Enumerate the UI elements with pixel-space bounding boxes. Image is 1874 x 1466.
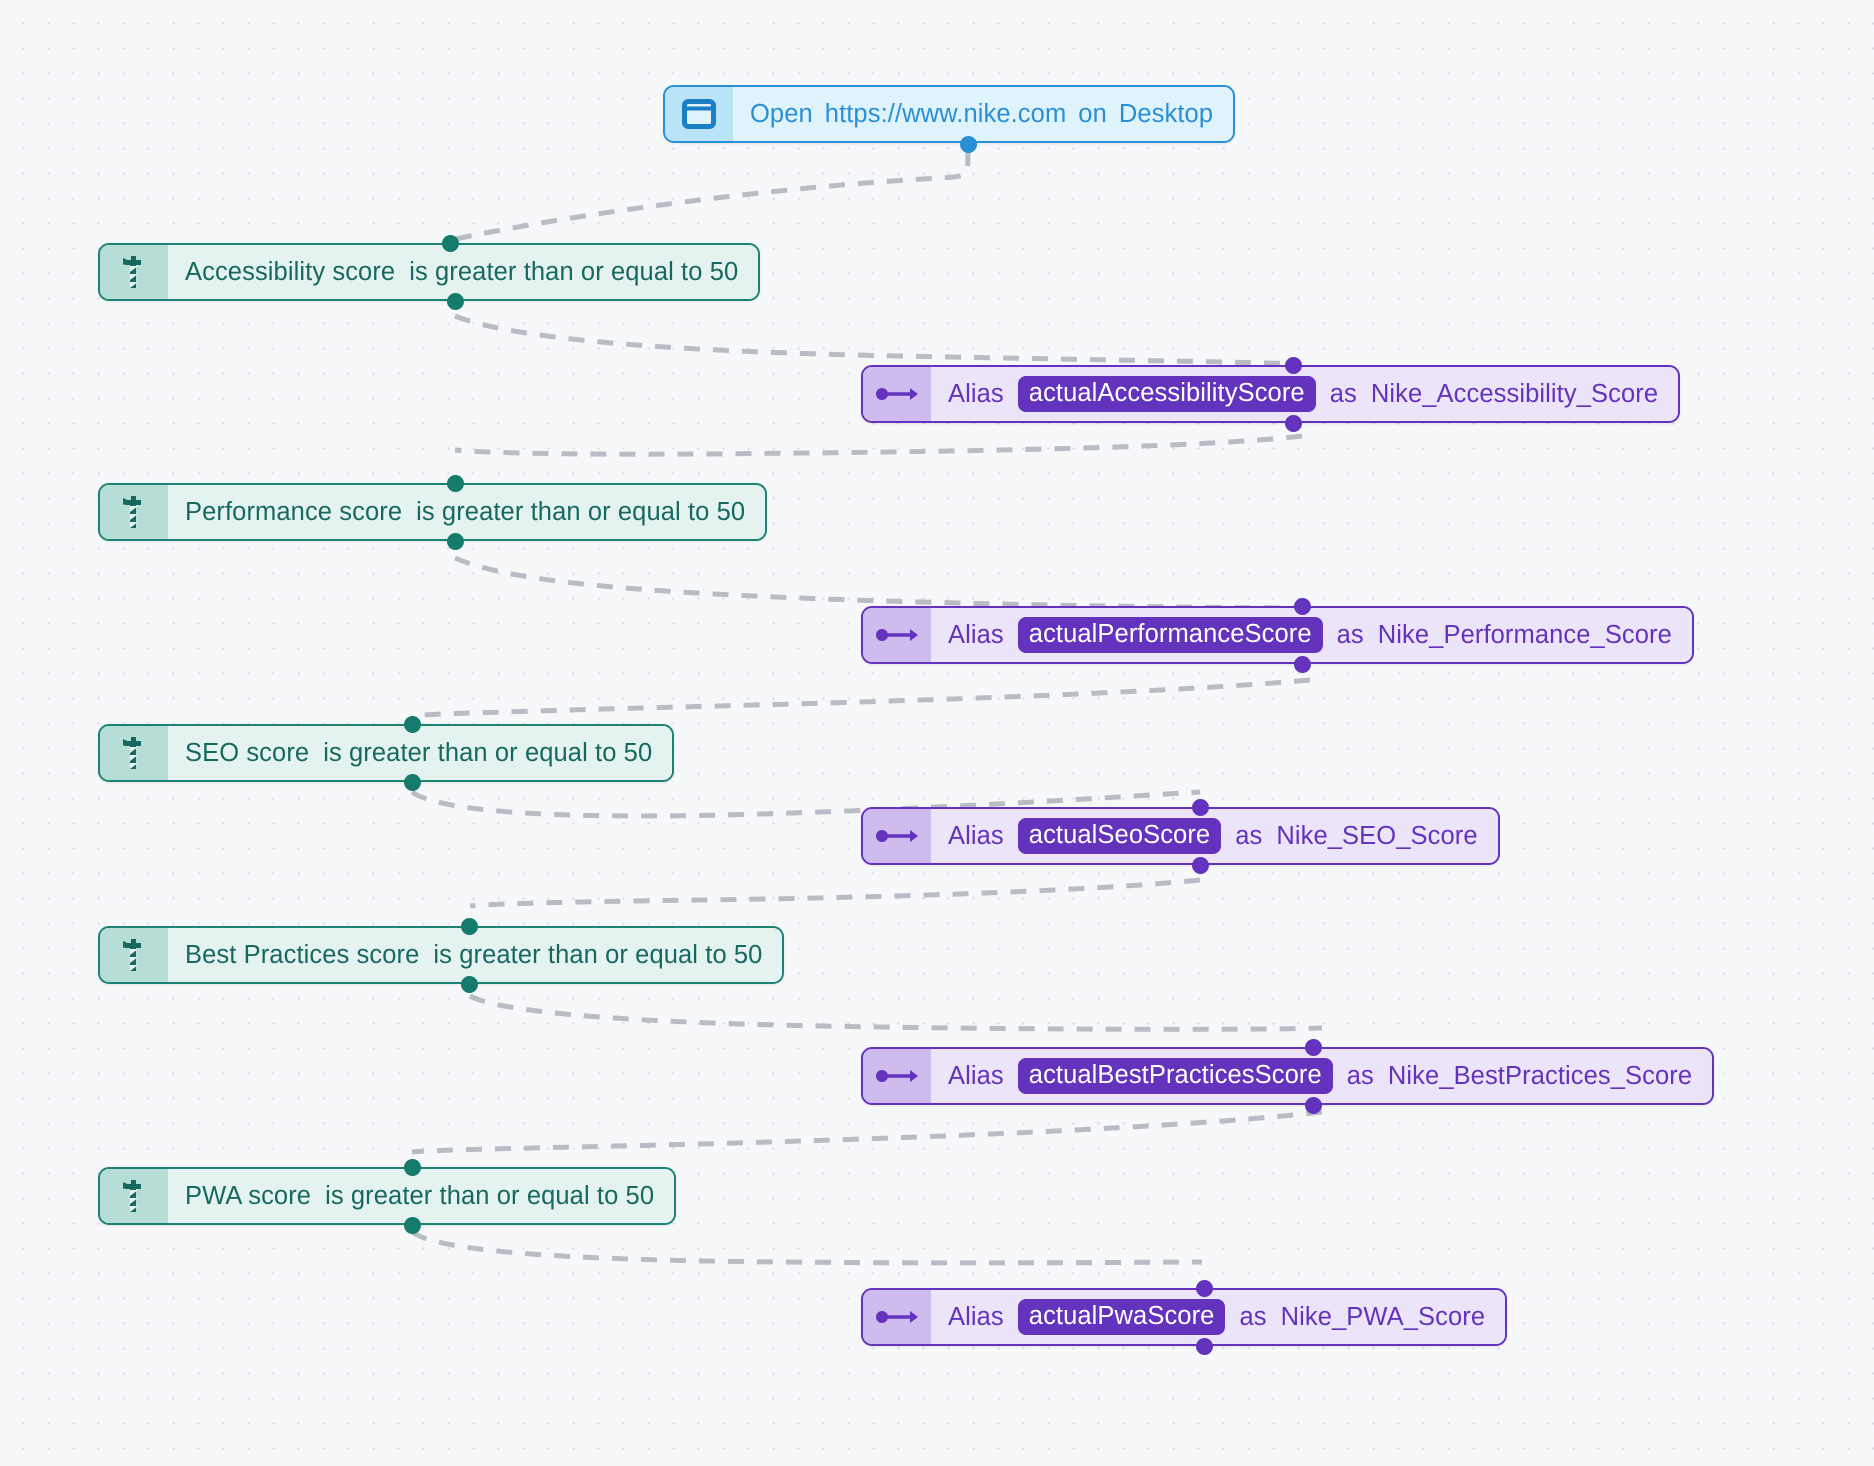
port-alias5-top[interactable] xyxy=(1196,1280,1213,1297)
alias-arrow-icon xyxy=(863,1049,931,1103)
lighthouse-icon xyxy=(100,245,168,299)
edge-alias4-to-pwa xyxy=(411,1109,1323,1155)
alias-name: Nike_SEO_Score xyxy=(1276,821,1478,850)
assert-pwa-label: PWA score is greater than or equal to 50 xyxy=(168,1169,675,1223)
lighthouse-icon xyxy=(100,485,168,539)
node-assert-accessibility[interactable]: Accessibility score is greater than or e… xyxy=(98,243,761,301)
node-alias-best-practices[interactable]: Alias actualBestPracticesScore as Nike_B… xyxy=(861,1047,1715,1105)
open-device-text: Desktop xyxy=(1118,99,1214,128)
alias-keyword: Alias xyxy=(948,620,1004,649)
assert-condition: is greater than or equal to 50 xyxy=(433,940,763,969)
edge-alias1-to-performance xyxy=(454,433,1303,457)
assert-performance-label: Performance score is greater than or equ… xyxy=(168,485,766,539)
assert-subject: Best Practices score xyxy=(185,940,420,969)
port-alias5-bottom[interactable] xyxy=(1196,1338,1213,1355)
browser-window-icon xyxy=(665,87,733,141)
node-assert-pwa[interactable]: PWA score is greater than or equal to 50 xyxy=(98,1167,677,1225)
lighthouse-icon xyxy=(100,928,168,982)
lighthouse-icon xyxy=(100,1169,168,1223)
port-alias1-top[interactable] xyxy=(1285,357,1302,374)
alias-variable: actualPerformanceScore xyxy=(1017,616,1323,654)
edge-alias2-to-seo xyxy=(411,677,1311,719)
assert-condition: is greater than or equal to 50 xyxy=(325,1181,655,1210)
assert-accessibility-label: Accessibility score is greater than or e… xyxy=(168,245,759,299)
alias-name: Nike_PWA_Score xyxy=(1280,1302,1486,1331)
node-alias-accessibility[interactable]: Alias actualAccessibilityScore as Nike_A… xyxy=(861,365,1681,423)
port-best-practices-top[interactable] xyxy=(461,918,478,935)
edge-bestpractices-to-alias4 xyxy=(468,993,1323,1032)
alias-arrow-icon xyxy=(863,809,931,863)
port-best-practices-bottom[interactable] xyxy=(461,976,478,993)
port-alias2-top[interactable] xyxy=(1294,598,1311,615)
alias-keyword: Alias xyxy=(948,1061,1004,1090)
node-open-url[interactable]: Open https://www.nike.com on Desktop xyxy=(663,85,1236,143)
assert-seo-label: SEO score is greater than or equal to 50 xyxy=(168,726,673,780)
port-pwa-bottom[interactable] xyxy=(404,1217,421,1234)
alias-as-label: as xyxy=(1235,821,1263,850)
node-assert-seo[interactable]: SEO score is greater than or equal to 50 xyxy=(98,724,675,782)
alias-accessibility-label: Alias actualAccessibilityScore as Nike_A… xyxy=(931,367,1679,421)
port-alias3-bottom[interactable] xyxy=(1192,857,1209,874)
port-alias4-top[interactable] xyxy=(1305,1039,1322,1056)
open-preposition-text: on xyxy=(1078,99,1107,128)
lighthouse-icon xyxy=(100,726,168,780)
alias-performance-label: Alias actualPerformanceScore as Nike_Per… xyxy=(931,608,1692,662)
alias-name: Nike_Performance_Score xyxy=(1377,620,1672,649)
port-pwa-top[interactable] xyxy=(404,1159,421,1176)
alias-arrow-icon xyxy=(863,367,931,421)
assert-condition: is greater than or equal to 50 xyxy=(323,738,653,767)
assert-condition: is greater than or equal to 50 xyxy=(409,257,739,286)
alias-keyword: Alias xyxy=(948,1302,1004,1331)
alias-variable: actualBestPracticesScore xyxy=(1017,1057,1333,1095)
assert-best-practices-label: Best Practices score is greater than or … xyxy=(168,928,783,982)
edge-open-to-accessibility xyxy=(449,149,971,243)
edge-pwa-to-alias5 xyxy=(410,1229,1203,1266)
alias-variable: actualPwaScore xyxy=(1017,1298,1226,1336)
port-open-bottom[interactable] xyxy=(960,136,977,153)
port-performance-bottom[interactable] xyxy=(447,533,464,550)
alias-variable: actualSeoScore xyxy=(1017,817,1222,855)
open-action-text: Open xyxy=(750,99,813,128)
port-seo-top[interactable] xyxy=(404,716,421,733)
assert-subject: SEO score xyxy=(185,738,310,767)
alias-as-label: as xyxy=(1329,379,1357,408)
alias-as-label: as xyxy=(1336,620,1364,649)
edge-accessibility-to-alias1 xyxy=(454,313,1301,367)
alias-variable: actualAccessibilityScore xyxy=(1017,375,1316,413)
port-performance-top[interactable] xyxy=(447,475,464,492)
node-assert-best-practices[interactable]: Best Practices score is greater than or … xyxy=(98,926,785,984)
open-url-text: https://www.nike.com xyxy=(824,99,1067,128)
alias-arrow-icon xyxy=(863,608,931,662)
edge-performance-to-alias2 xyxy=(453,555,1311,611)
assert-subject: Accessibility score xyxy=(185,257,396,286)
assert-condition: is greater than or equal to 50 xyxy=(416,497,746,526)
alias-keyword: Alias xyxy=(948,821,1004,850)
node-alias-seo[interactable]: Alias actualSeoScore as Nike_SEO_Score xyxy=(861,807,1500,865)
alias-pwa-label: Alias actualPwaScore as Nike_PWA_Score xyxy=(931,1290,1506,1344)
port-alias1-bottom[interactable] xyxy=(1285,415,1302,432)
alias-best-practices-label: Alias actualBestPracticesScore as Nike_B… xyxy=(931,1049,1713,1103)
open-node-label: Open https://www.nike.com on Desktop xyxy=(733,87,1234,141)
port-alias2-bottom[interactable] xyxy=(1294,656,1311,673)
port-alias3-top[interactable] xyxy=(1192,799,1209,816)
assert-subject: PWA score xyxy=(185,1181,312,1210)
alias-name: Nike_Accessibility_Score xyxy=(1370,379,1659,408)
alias-arrow-icon xyxy=(863,1290,931,1344)
alias-seo-label: Alias actualSeoScore as Nike_SEO_Score xyxy=(931,809,1498,863)
node-assert-performance[interactable]: Performance score is greater than or equ… xyxy=(98,483,768,541)
edge-alias3-to-bestpractices xyxy=(469,877,1201,909)
alias-keyword: Alias xyxy=(948,379,1004,408)
node-alias-pwa[interactable]: Alias actualPwaScore as Nike_PWA_Score xyxy=(861,1288,1508,1346)
port-accessibility-bottom[interactable] xyxy=(447,293,464,310)
node-alias-performance[interactable]: Alias actualPerformanceScore as Nike_Per… xyxy=(861,606,1694,664)
port-seo-bottom[interactable] xyxy=(404,774,421,791)
alias-as-label: as xyxy=(1239,1302,1267,1331)
port-accessibility-top[interactable] xyxy=(442,235,459,252)
port-alias4-bottom[interactable] xyxy=(1305,1097,1322,1114)
alias-as-label: as xyxy=(1346,1061,1374,1090)
alias-name: Nike_BestPractices_Score xyxy=(1387,1061,1693,1090)
assert-subject: Performance score xyxy=(185,497,403,526)
